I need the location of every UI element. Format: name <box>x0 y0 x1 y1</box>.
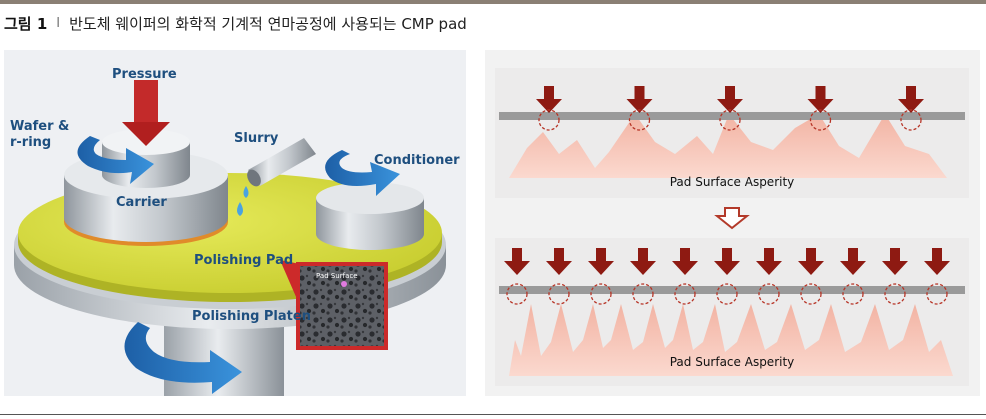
bottom-arrow-head-1 <box>504 261 530 275</box>
polishing-pad-label: Polishing Pad <box>194 253 293 268</box>
bottom-contact-circle-7 <box>758 283 780 305</box>
conditioner <box>316 182 424 250</box>
conditioner-label: Conditioner <box>374 153 460 168</box>
platen-rotation-arrow-icon <box>124 322 242 394</box>
asperity-panel-bottom: Pad Surface Asperity <box>495 238 969 386</box>
pad-surface-label: Pad Surface <box>316 272 358 280</box>
bottom-arrow-shaft-9 <box>848 248 858 262</box>
top-arrow-head-5 <box>898 99 924 113</box>
bottom-arrow-shaft-8 <box>806 248 816 262</box>
top-arrow-head-1 <box>536 99 562 113</box>
polishing-platen-label: Polishing Platen <box>192 309 311 324</box>
top-contact-circle-1 <box>538 109 560 131</box>
bottom-arrow-head-7 <box>756 261 782 275</box>
conditioner-rotation-arrow-icon <box>325 150 400 196</box>
bottom-contact-circle-5 <box>674 283 696 305</box>
bottom-contact-circle-9 <box>842 283 864 305</box>
bottom-arrow-head-2 <box>546 261 572 275</box>
caption-separator: I <box>56 15 61 31</box>
cmp-apparatus-svg: Pressure Wafer & r-ring Slurry Condition… <box>10 67 460 396</box>
cmp-apparatus-diagram: Pressure Wafer & r-ring Slurry Condition… <box>4 50 466 396</box>
transition-arrow-icon <box>714 207 750 230</box>
carrier-label: Carrier <box>116 195 167 210</box>
bottom-contact-circle-2 <box>548 283 570 305</box>
bottom-contact-circle-4 <box>632 283 654 305</box>
top-arrow-shaft-1 <box>544 86 554 100</box>
top-arrow-shaft-4 <box>815 86 826 100</box>
bottom-arrow-head-3 <box>588 261 614 275</box>
top-arrow-shaft-3 <box>725 86 735 100</box>
asperity-label-bottom: Pad Surface Asperity <box>670 355 795 369</box>
top-pressure-arrows <box>536 86 924 131</box>
asperity-profile-bottom <box>509 304 953 376</box>
wafer-label-line1: Wafer & <box>10 119 69 134</box>
top-contact-circle-3 <box>719 109 741 131</box>
wafer-rotation-arrow-icon <box>77 136 154 184</box>
top-contact-circle-5 <box>900 109 922 131</box>
bottom-contact-circle-8 <box>800 283 822 305</box>
bottom-contact-circle-3 <box>590 283 612 305</box>
asperity-diagram: Pad Surface Asperity Pad Surface Asperit… <box>485 50 980 396</box>
pad-surface-callout <box>280 260 388 350</box>
bottom-arrow-shaft-4 <box>638 248 648 262</box>
asperity-profile-top <box>509 114 947 178</box>
top-arrow-shaft-2 <box>634 86 645 100</box>
bottom-contact-circle-10 <box>884 283 906 305</box>
asperity-svg: Pad Surface Asperity Pad Surface Asperit… <box>495 68 969 386</box>
bottom-arrow-shaft-6 <box>722 248 732 262</box>
top-rule <box>0 0 986 4</box>
bottom-rule <box>0 414 986 415</box>
bottom-arrow-shaft-2 <box>554 248 564 262</box>
pressure-label: Pressure <box>112 67 177 82</box>
top-contact-circle-2 <box>628 109 651 131</box>
figure-title: 반도체 웨이퍼의 화학적 기계적 연마공정에 사용되는 CMP pad <box>69 14 467 33</box>
bottom-arrow-head-10 <box>882 261 908 275</box>
bottom-arrow-shaft-7 <box>764 248 774 262</box>
bottom-contact-circle-11 <box>926 283 948 305</box>
slurry-nozzle <box>237 138 316 216</box>
bottom-arrow-head-6 <box>714 261 740 275</box>
bottom-pressure-arrows <box>504 248 950 305</box>
asperity-panel-top: Pad Surface Asperity <box>495 68 969 198</box>
bottom-arrow-shaft-10 <box>890 248 900 262</box>
top-contact-circle-4 <box>809 109 832 131</box>
top-arrow-head-2 <box>626 99 653 113</box>
top-arrow-head-4 <box>807 99 834 113</box>
bottom-arrow-head-8 <box>798 261 824 275</box>
carrier <box>64 129 228 246</box>
bottom-arrow-head-4 <box>630 261 656 275</box>
bottom-contact-circle-1 <box>506 283 528 305</box>
asperity-label-top: Pad Surface Asperity <box>670 175 795 189</box>
bottom-arrow-shaft-3 <box>596 248 606 262</box>
wafer-bar-top <box>499 112 965 120</box>
top-arrow-head-3 <box>717 99 743 113</box>
wafer-bar-bottom <box>499 286 965 294</box>
bottom-arrow-head-11 <box>924 261 950 275</box>
pressure-arrow-icon <box>122 80 170 146</box>
bottom-arrow-shaft-11 <box>932 248 942 262</box>
bottom-arrow-shaft-1 <box>512 248 522 262</box>
bottom-arrow-head-5 <box>672 261 698 275</box>
wafer-label-line2: r-ring <box>10 135 51 150</box>
figure-caption: 그림 1 I 반도체 웨이퍼의 화학적 기계적 연마공정에 사용되는 CMP p… <box>4 12 467 34</box>
bottom-contact-circle-6 <box>716 283 738 305</box>
bottom-arrow-head-9 <box>840 261 866 275</box>
slurry-label: Slurry <box>234 131 279 146</box>
figure-number: 그림 1 <box>4 14 48 33</box>
bottom-arrow-shaft-5 <box>680 248 690 262</box>
top-arrow-shaft-5 <box>906 86 916 100</box>
